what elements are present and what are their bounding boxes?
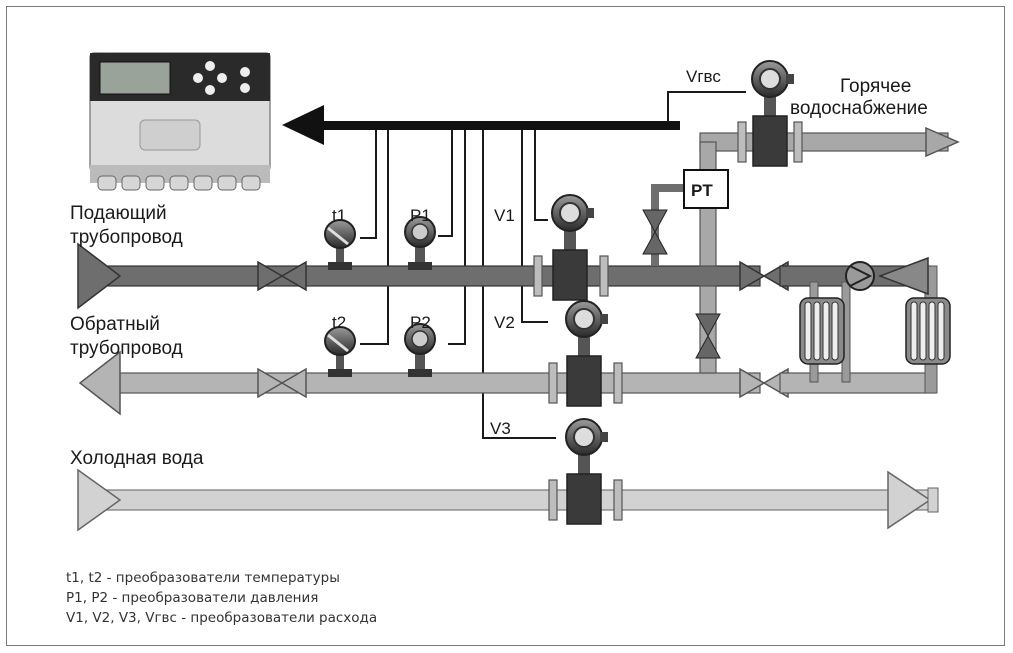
cold-water-label: Холодная вода	[70, 448, 204, 469]
label-p2: P2	[410, 313, 431, 332]
hot-water-label-2: водоснабжение	[790, 98, 928, 119]
legend-item-temperature: t1, t2 - преобразователи температуры	[66, 570, 340, 586]
temperature-regulator	[642, 169, 729, 359]
supply-line-label-1: Подающий	[70, 203, 167, 224]
signal-wires	[360, 91, 746, 439]
temperature-sensor-t1	[323, 218, 357, 272]
heat-calculator-device	[89, 52, 271, 191]
label-v3: V3	[490, 419, 511, 438]
legend-item-flow: V1, V2, V3, Vгвс - преобразователи расхо…	[66, 610, 378, 626]
label-t1: t1	[332, 206, 346, 225]
supply-line-label-2: трубопровод	[70, 227, 183, 248]
heating-circuit	[799, 256, 951, 383]
label-v2: V2	[494, 313, 515, 332]
legend: t1, t2 - преобразователи температуры P1,…	[66, 568, 377, 628]
label-v1: V1	[494, 206, 515, 225]
cold-water-pipe	[77, 468, 939, 532]
return-line-label-1: Обратный	[70, 314, 160, 335]
hot-water-label-1: Горячее	[840, 76, 911, 97]
label-t2: t2	[332, 313, 346, 332]
label-p1: P1	[410, 206, 431, 225]
label-vgvs: Vгвс	[686, 67, 721, 86]
supply-pipe	[77, 242, 931, 310]
label-pt: PT	[691, 181, 713, 200]
temperature-sensor-t2	[323, 325, 357, 379]
data-bus-arrow	[282, 105, 680, 145]
return-line-label-2: трубопровод	[70, 338, 183, 359]
legend-item-pressure: P1, P2 - преобразователи давления	[66, 590, 319, 606]
